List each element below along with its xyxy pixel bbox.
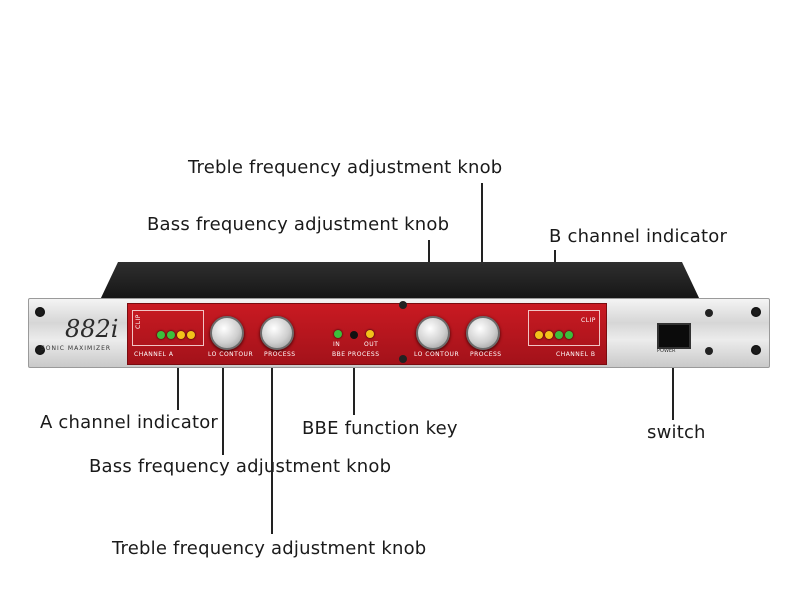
leader-line-bbe-key (353, 360, 355, 415)
red-control-panel: CLIP CHANNEL A LO CONTOUR PROCESS IN OUT… (127, 303, 607, 365)
logo-model: 882i (65, 315, 119, 343)
led-yellow (187, 331, 195, 339)
process-label-b: PROCESS (470, 351, 502, 358)
led-green (555, 331, 563, 339)
led-yellow (177, 331, 185, 339)
bbe-out-led (366, 330, 374, 338)
clip-label-a: CLIP (135, 314, 142, 329)
faceplate-screw (705, 347, 713, 355)
bbe-in-label: IN (333, 341, 341, 348)
faceplate-screw (705, 309, 713, 317)
top-cover (100, 262, 700, 300)
leader-line-a-channel (177, 365, 179, 410)
lo-contour-knob-a[interactable] (210, 316, 244, 350)
led-green (157, 331, 165, 339)
bbe-process-label: BBE PROCESS (332, 351, 380, 358)
clip-label-b: CLIP (581, 317, 596, 324)
logo-subtitle: SONIC MAXIMIZER (41, 345, 112, 352)
faceplate-screw (399, 355, 407, 363)
channel-b-indicator: CLIP (528, 310, 600, 346)
rack-ear-hole (751, 345, 761, 355)
rack-ear-hole (751, 307, 761, 317)
leader-line-switch (672, 348, 674, 420)
leader-line-bass-bottom (222, 360, 224, 455)
brand-logo: 882i SONIC MAXIMIZER (41, 315, 131, 357)
callout-switch: switch (647, 422, 706, 443)
callout-b-channel: B channel indicator (549, 226, 728, 247)
callout-treble-bottom: Treble frequency adjustment knob (112, 538, 427, 559)
lo-contour-knob-b[interactable] (416, 316, 450, 350)
power-label: POWER (657, 348, 676, 354)
bbe-function-key[interactable] (350, 331, 358, 339)
leader-line-treble-bottom (271, 358, 273, 534)
process-label-a: PROCESS (264, 351, 296, 358)
channel-a-indicator: CLIP (132, 310, 204, 346)
led-green (565, 331, 573, 339)
bbe-out-label: OUT (364, 341, 379, 348)
callout-treble-top: Treble frequency adjustment knob (188, 157, 503, 178)
leader-line-treble-top (481, 183, 483, 328)
rack-ear-hole (35, 345, 45, 355)
process-knob-b[interactable] (466, 316, 500, 350)
rack-unit-photo: 882i SONIC MAXIMIZER CLIP CHANNEL A LO C… (28, 262, 770, 374)
led-green (167, 331, 175, 339)
faceplate: 882i SONIC MAXIMIZER CLIP CHANNEL A LO C… (28, 298, 770, 368)
callout-bbe-key: BBE function key (302, 418, 458, 439)
channel-b-label: CHANNEL B (556, 351, 596, 358)
callout-bass-bottom: Bass frequency adjustment knob (89, 456, 392, 477)
led-yellow (535, 331, 543, 339)
power-switch[interactable] (657, 323, 691, 349)
lo-contour-label-b: LO CONTOUR (414, 351, 460, 358)
process-knob-a[interactable] (260, 316, 294, 350)
callout-a-channel: A channel indicator (40, 412, 219, 433)
rack-ear-hole (35, 307, 45, 317)
led-yellow (545, 331, 553, 339)
faceplate-screw (399, 301, 407, 309)
lo-contour-label-a: LO CONTOUR (208, 351, 254, 358)
bbe-in-led (334, 330, 342, 338)
channel-a-label: CHANNEL A (134, 351, 174, 358)
callout-bass-top: Bass frequency adjustment knob (147, 214, 450, 235)
